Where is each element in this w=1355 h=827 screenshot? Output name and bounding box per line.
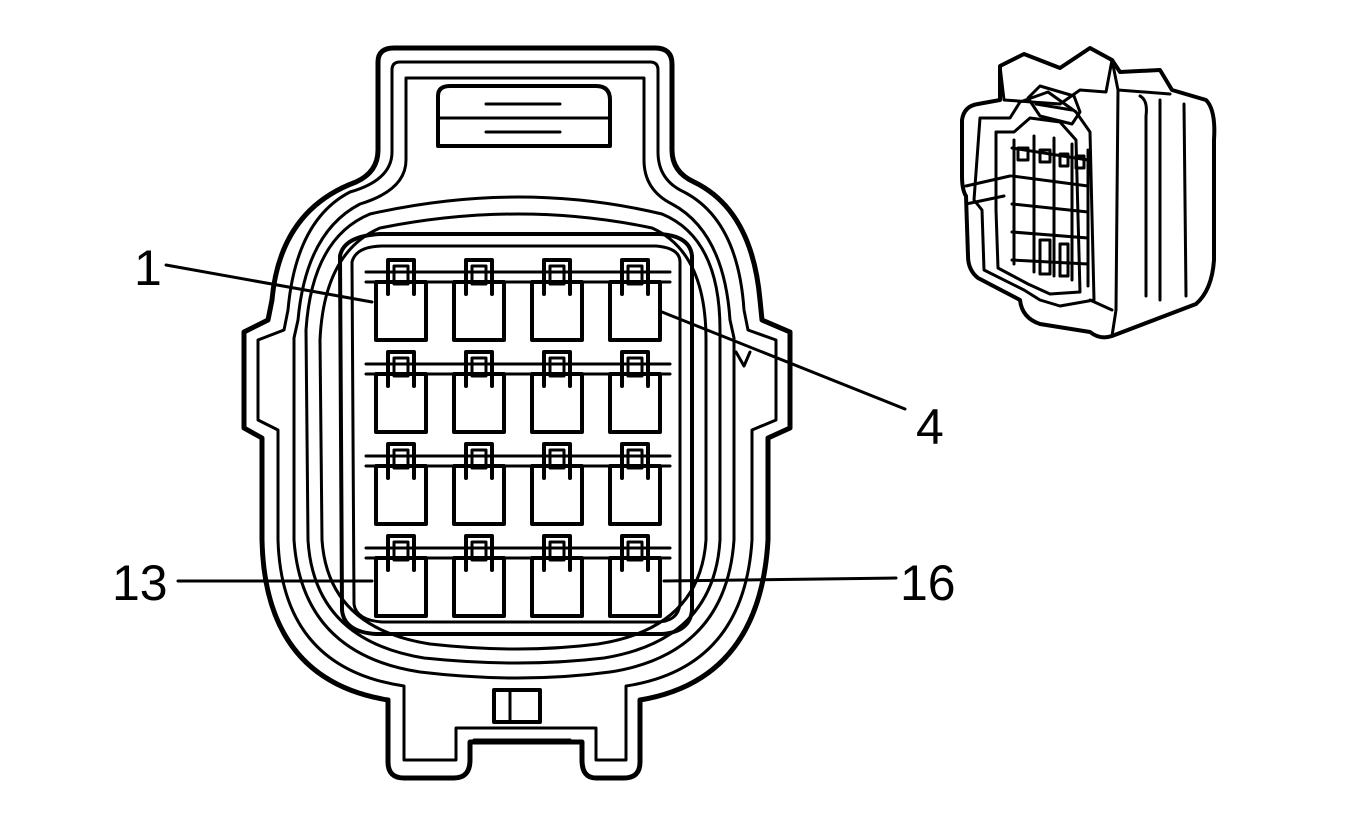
terminal-lock <box>542 442 572 480</box>
leader-line-pin-4 <box>660 310 907 411</box>
leader-line-pin-16 <box>662 576 898 583</box>
terminal-cavity <box>530 350 584 434</box>
terminal-cavity <box>452 258 506 342</box>
terminal-lock <box>464 258 494 296</box>
terminal-cavity <box>530 442 584 526</box>
terminal-lock <box>464 534 494 572</box>
terminal-lock <box>386 258 416 296</box>
terminal-lock <box>542 350 572 388</box>
leader-line-pin-1 <box>164 263 374 304</box>
terminal-lock <box>542 534 572 572</box>
terminal-lock <box>386 350 416 388</box>
terminal-lock <box>386 534 416 572</box>
terminal-cavity <box>452 534 506 618</box>
terminal-lock <box>464 350 494 388</box>
pin-grid <box>364 258 672 618</box>
terminal-lock <box>620 258 650 296</box>
terminal-lock <box>620 442 650 480</box>
pin-label-1: 1 <box>134 240 162 296</box>
connector-isometric-view <box>960 46 1217 340</box>
pin-label-13: 13 <box>112 555 168 611</box>
terminal-lock <box>620 350 650 388</box>
terminal-cavity <box>374 442 428 526</box>
terminal-lock <box>542 258 572 296</box>
terminal-cavity <box>608 442 662 526</box>
terminal-cavity <box>452 350 506 434</box>
pin-label-4: 4 <box>916 399 944 455</box>
terminal-lock <box>620 534 650 572</box>
terminal-cavity <box>530 534 584 618</box>
terminal-block <box>338 232 694 636</box>
terminal-cavity <box>530 258 584 342</box>
terminal-cavity <box>374 350 428 434</box>
terminal-lock <box>386 442 416 480</box>
terminal-cavity <box>452 442 506 526</box>
terminal-cavity <box>608 534 662 618</box>
terminal-cavity <box>374 534 428 618</box>
terminal-lock <box>464 442 494 480</box>
connector-housing <box>241 45 793 781</box>
terminal-cavity <box>608 350 662 434</box>
terminal-cavity <box>608 258 662 342</box>
pin-label-16: 16 <box>900 555 956 611</box>
terminal-cavity <box>374 258 428 342</box>
leader-lines <box>164 263 907 583</box>
